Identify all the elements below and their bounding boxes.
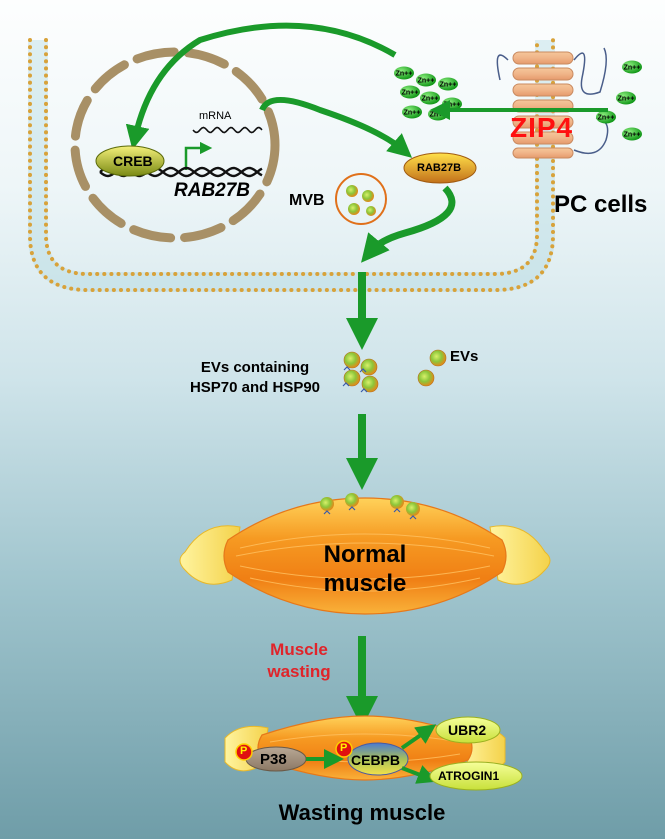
normal-muscle-label: Normal muscle (323, 541, 407, 597)
wasting-muscle-label: Wasting muscle (278, 800, 446, 825)
zinc-ion-label: Zn++ (444, 102, 461, 109)
zinc-ion (416, 73, 436, 87)
wasting-muscle (224, 715, 523, 791)
zip4-label: ZIP4 (510, 112, 574, 143)
zinc-ion (622, 60, 642, 74)
creb-label: CREB (113, 153, 153, 169)
zinc-ion-label: Zn++ (440, 82, 457, 89)
mrna-label: mRNA (199, 110, 232, 122)
evs-cargo-label: EVs containing HSP70 and HSP90 (189, 359, 321, 396)
zinc-ion-label: Zn++ (402, 90, 419, 97)
zinc-ion (394, 66, 414, 80)
p38-label: P38 (260, 751, 287, 768)
cebpb-phospho-label: P (340, 742, 348, 754)
plasma-membrane (28, 38, 555, 292)
mrna-strand (192, 126, 263, 134)
mvb-body (335, 173, 387, 225)
mvb-label: MVB (289, 192, 325, 209)
nucleus-envelope (70, 47, 280, 243)
zinc-ion (616, 91, 636, 105)
zinc-ion (402, 105, 422, 119)
zinc-ion-label: Zn++ (396, 71, 413, 78)
muscle-wasting-label: Muscle wasting (267, 640, 331, 681)
ev-cluster (342, 349, 447, 393)
zinc-ion (438, 77, 458, 91)
zinc-ion (596, 110, 616, 124)
ubr2-label: UBR2 (448, 722, 487, 738)
normal-muscle (179, 493, 551, 615)
evs-label: EVs (450, 348, 479, 365)
creb-protein (95, 145, 165, 177)
pc-cells-label: PC cells (554, 191, 648, 218)
zinc-ion (400, 85, 420, 99)
zinc-ion-label: Zn++ (430, 112, 447, 119)
cebpb-label: CEBPB (351, 752, 401, 768)
zinc-ion-label: Zn++ (418, 78, 435, 85)
zinc-ion-label: Zn++ (624, 132, 641, 139)
rab27b-protein (403, 152, 477, 184)
zinc-ion-label: Zn++ (618, 96, 635, 103)
rab27b-protein-label: RAB27B (417, 162, 462, 174)
zinc-ion-label: Zn++ (422, 96, 439, 103)
signaling-arrows (125, 22, 608, 263)
atrogin1-label: ATROGIN1 (438, 769, 500, 783)
zinc-ion (622, 127, 642, 141)
rab27b-gene-label: RAB27B (174, 180, 251, 201)
p38-phospho-label: P (240, 745, 248, 757)
zinc-ion-label: Zn++ (598, 115, 615, 122)
zinc-ion-label: Zn++ (404, 110, 421, 117)
zinc-ion-label: Zn++ (624, 65, 641, 72)
